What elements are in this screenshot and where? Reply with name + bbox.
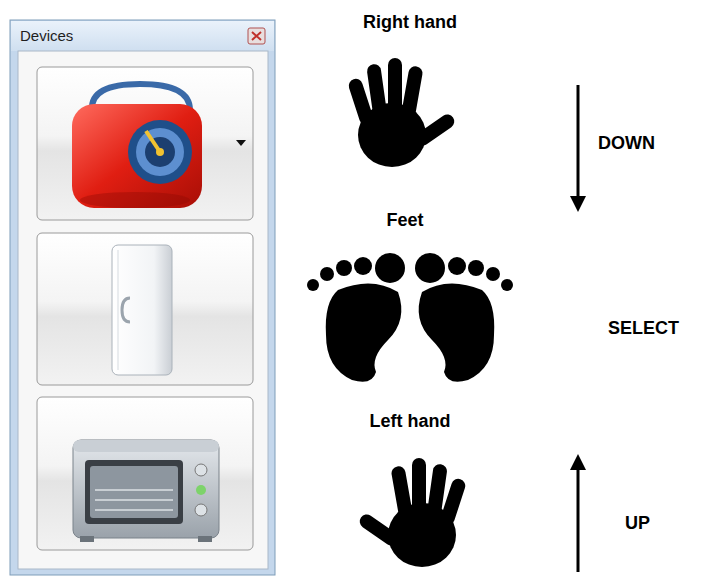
- action-label: SELECT: [608, 318, 679, 339]
- window-title: Devices: [10, 20, 275, 51]
- body-part-label: Left hand: [370, 411, 451, 432]
- body-part-label: Feet: [386, 210, 423, 231]
- body-part-label: Right hand: [363, 12, 457, 33]
- direction-label: UP: [625, 513, 650, 534]
- window-panel: Devices: [10, 20, 275, 52]
- direction-label: DOWN: [598, 133, 655, 154]
